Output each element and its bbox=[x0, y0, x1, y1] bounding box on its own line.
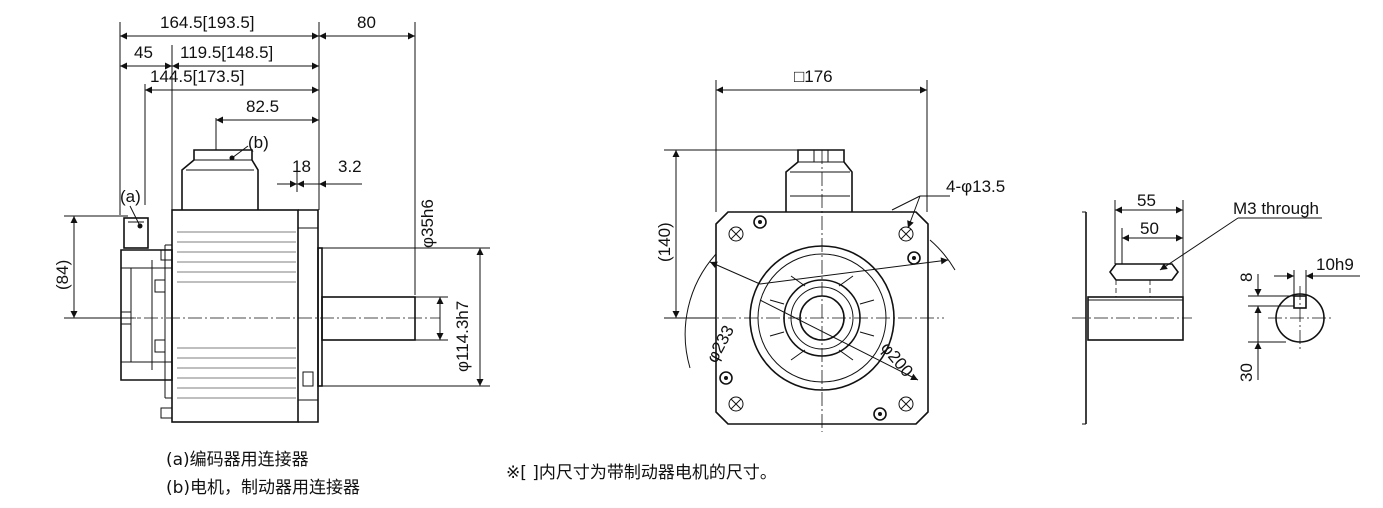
notes: (a)编码器用连接器 (b)电机，制动器用连接器 ※[ ]内尺寸为带制动器电机的… bbox=[166, 450, 777, 498]
dim-flange-diameter: φ200 bbox=[877, 338, 917, 380]
dim-spigot-diameter: φ114.3h7 bbox=[453, 301, 472, 372]
side-view: 164.5[193.5] 80 45 119.5[148.5] 144.5[17… bbox=[53, 13, 490, 423]
dim-key-length-outer: 55 bbox=[1137, 191, 1156, 210]
dim-mounting-holes: 4-φ13.5 bbox=[946, 177, 1005, 196]
note-encoder-connector: (a)编码器用连接器 bbox=[166, 450, 309, 470]
note-motor-brake-connector: (b)电机，制动器用连接器 bbox=[166, 478, 360, 498]
dim-connector-position: 82.5 bbox=[246, 97, 279, 116]
label-a: (a) bbox=[120, 187, 141, 206]
dim-flange-ref: 144.5[173.5] bbox=[150, 67, 245, 86]
dim-overall-length: 164.5[193.5] bbox=[160, 13, 255, 32]
dim-encoder-height: (84) bbox=[53, 260, 72, 290]
dim-key-length-inner: 50 bbox=[1140, 219, 1159, 238]
front-view: □176 (140) 4-φ13.5 φ233 φ200 bbox=[655, 67, 1005, 432]
dim-shaft-length: 80 bbox=[357, 13, 376, 32]
dim-flange-square: □176 bbox=[794, 67, 833, 86]
dim-pcd: φ233 bbox=[703, 322, 738, 366]
dim-shaft-diameter: φ35h6 bbox=[418, 199, 437, 248]
dim-flange-thickness: 18 bbox=[292, 157, 311, 176]
dim-body-length: 119.5[148.5] bbox=[180, 43, 273, 62]
dim-spigot-length: 3.2 bbox=[338, 157, 362, 176]
note-bracket-dimensions: ※[ ]内尺寸为带制动器电机的尺寸。 bbox=[506, 463, 777, 483]
label-b: (b) bbox=[248, 133, 269, 152]
dim-connector-height: (140) bbox=[655, 222, 674, 262]
label-thread: M3 through bbox=[1233, 199, 1319, 218]
dim-key-width: 10h9 bbox=[1316, 255, 1354, 274]
dim-key-depth: 8 bbox=[1237, 273, 1256, 282]
shaft-detail-view: 55 50 M3 through 10h9 8 30 bbox=[1072, 191, 1360, 425]
dim-shaft-height: 30 bbox=[1237, 363, 1256, 382]
dim-encoder-cover: 45 bbox=[134, 43, 153, 62]
